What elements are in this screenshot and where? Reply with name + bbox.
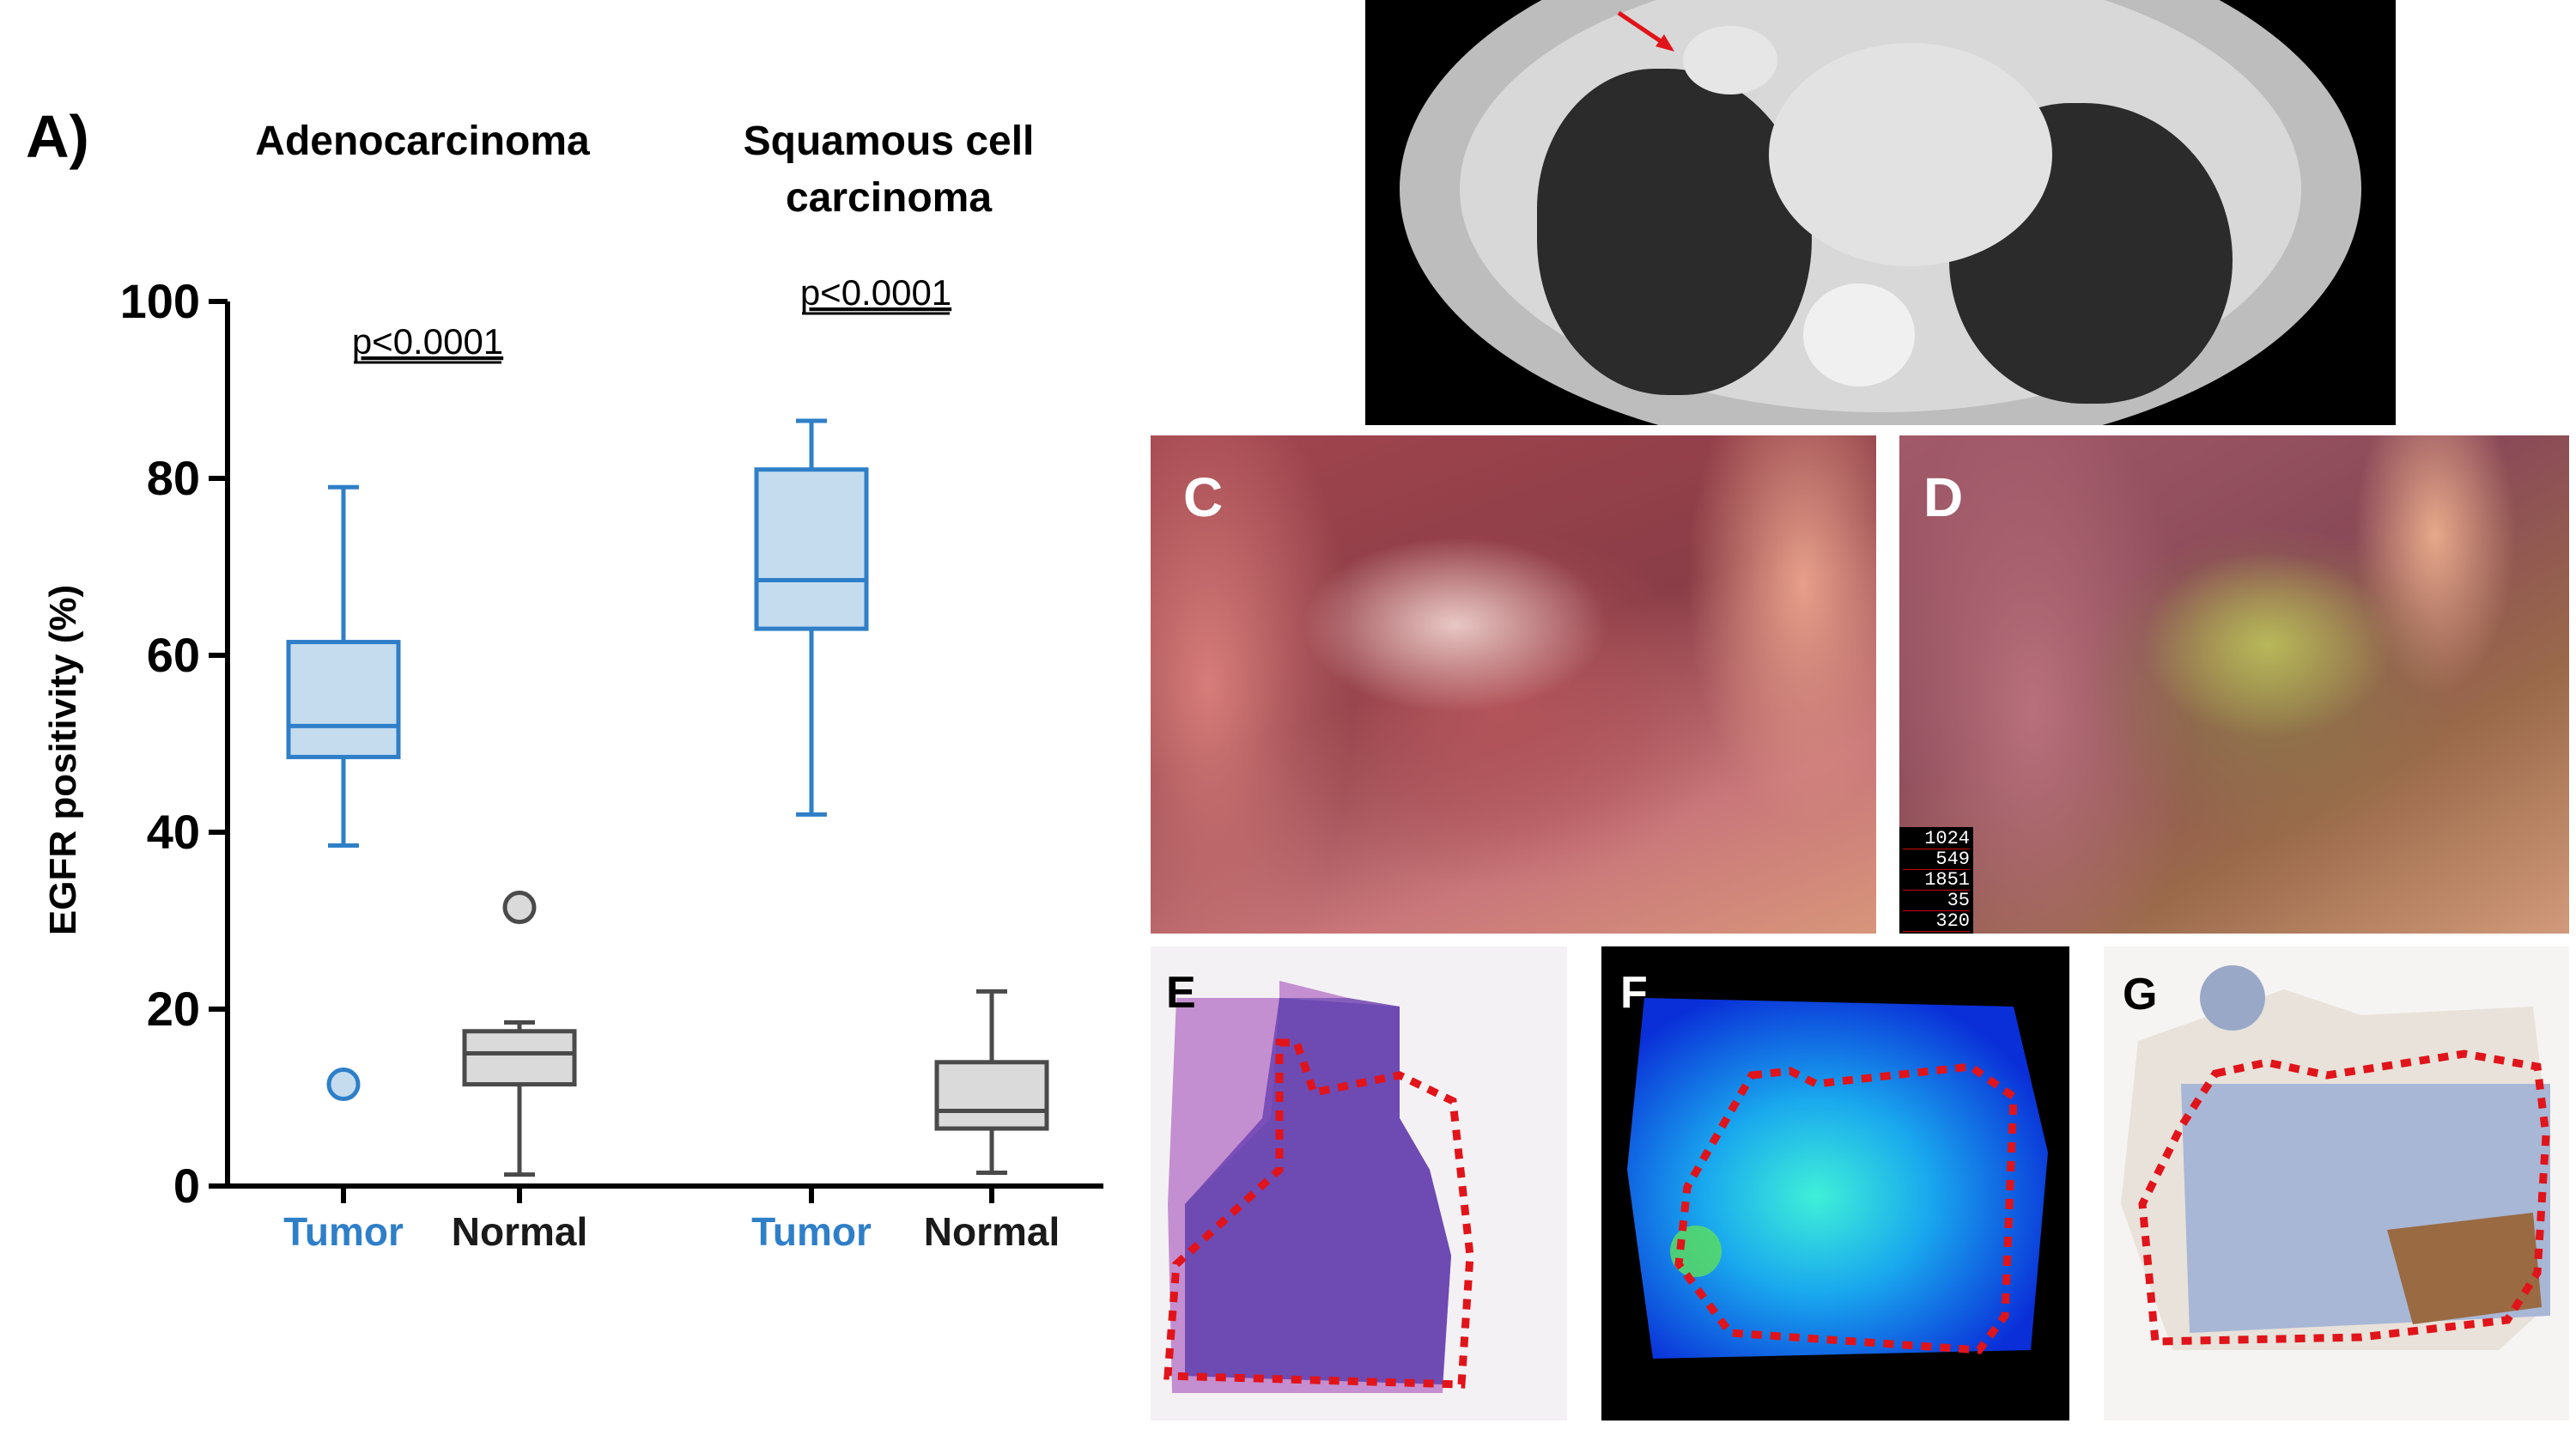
y-tick-label: 20 [147,982,200,1036]
panel-g-label: G [2123,970,2158,1019]
category-label: Normal [452,1209,587,1254]
readout-value: 549 [1903,849,1970,870]
p-value-label: p<0.0001 [800,272,951,313]
readout-value: 1024 [1903,829,1970,849]
fluorescence-overlay-image: D 1024 549 1851 35 320 [1899,435,2569,934]
y-axis-label: EGFR positivity (%) [42,585,84,935]
ct-spine [1803,283,1915,386]
category-label: Tumor [283,1209,404,1254]
y-tick-label: 80 [147,451,200,505]
panel-b-label: B [1382,12,1423,74]
white-light-image: C [1151,435,1876,934]
panel-c-label: C [1183,466,1224,528]
readout-value: 320 [1903,911,1970,932]
camera-readout: 1024 549 1851 35 320 [1899,827,1973,934]
panel-e-label: E [1166,968,1196,1018]
readout-value: 35 [1903,891,1970,911]
red-arrow-icon [1617,10,1674,52]
category-label: Tumor [751,1209,872,1254]
panel-d-label: D [1923,466,1964,528]
ihc-slide-image: G [2104,946,2569,1421]
category-label: Normal [924,1209,1060,1254]
scc-title-line2: carcinoma [786,175,992,221]
y-tick-label: 60 [147,628,200,682]
box-iqr [462,1029,577,1087]
panel-f-label: F [1620,968,1648,1018]
ct-lesion [1683,26,1777,94]
fluorescence-tissue [1627,998,2048,1359]
ct-scan-image: B [1365,0,2396,425]
ct-heart [1769,43,2052,266]
ihc-tissue [2121,965,2550,1350]
box-iqr [286,640,401,759]
outlier-point [326,1068,361,1102]
y-tick-label: 40 [147,805,200,859]
readout-value: 1851 [1903,870,1970,891]
p-value-label: p<0.0001 [352,321,503,362]
y-tick-label: 100 [120,274,200,328]
scc-title-line1: Squamous cell [744,119,1035,164]
box-iqr [934,1060,1049,1131]
panel-a-label: A) [26,103,89,170]
box-iqr [754,467,869,631]
egfr-boxplot-chart: A) Adenocarcinoma Squamous cell carcinom… [26,103,1103,1254]
outlier-point [502,891,537,925]
panel-a: A) Adenocarcinoma Squamous cell carcinom… [0,0,1142,1450]
y-tick-label: 0 [173,1159,200,1213]
he-tissue [1163,981,1474,1393]
he-section-image: E [1151,946,1567,1421]
ct-right-lung [1537,69,1812,395]
fluorescence-slide-image: F [1601,946,2069,1421]
adeno-title: Adenocarcinoma [255,119,590,164]
